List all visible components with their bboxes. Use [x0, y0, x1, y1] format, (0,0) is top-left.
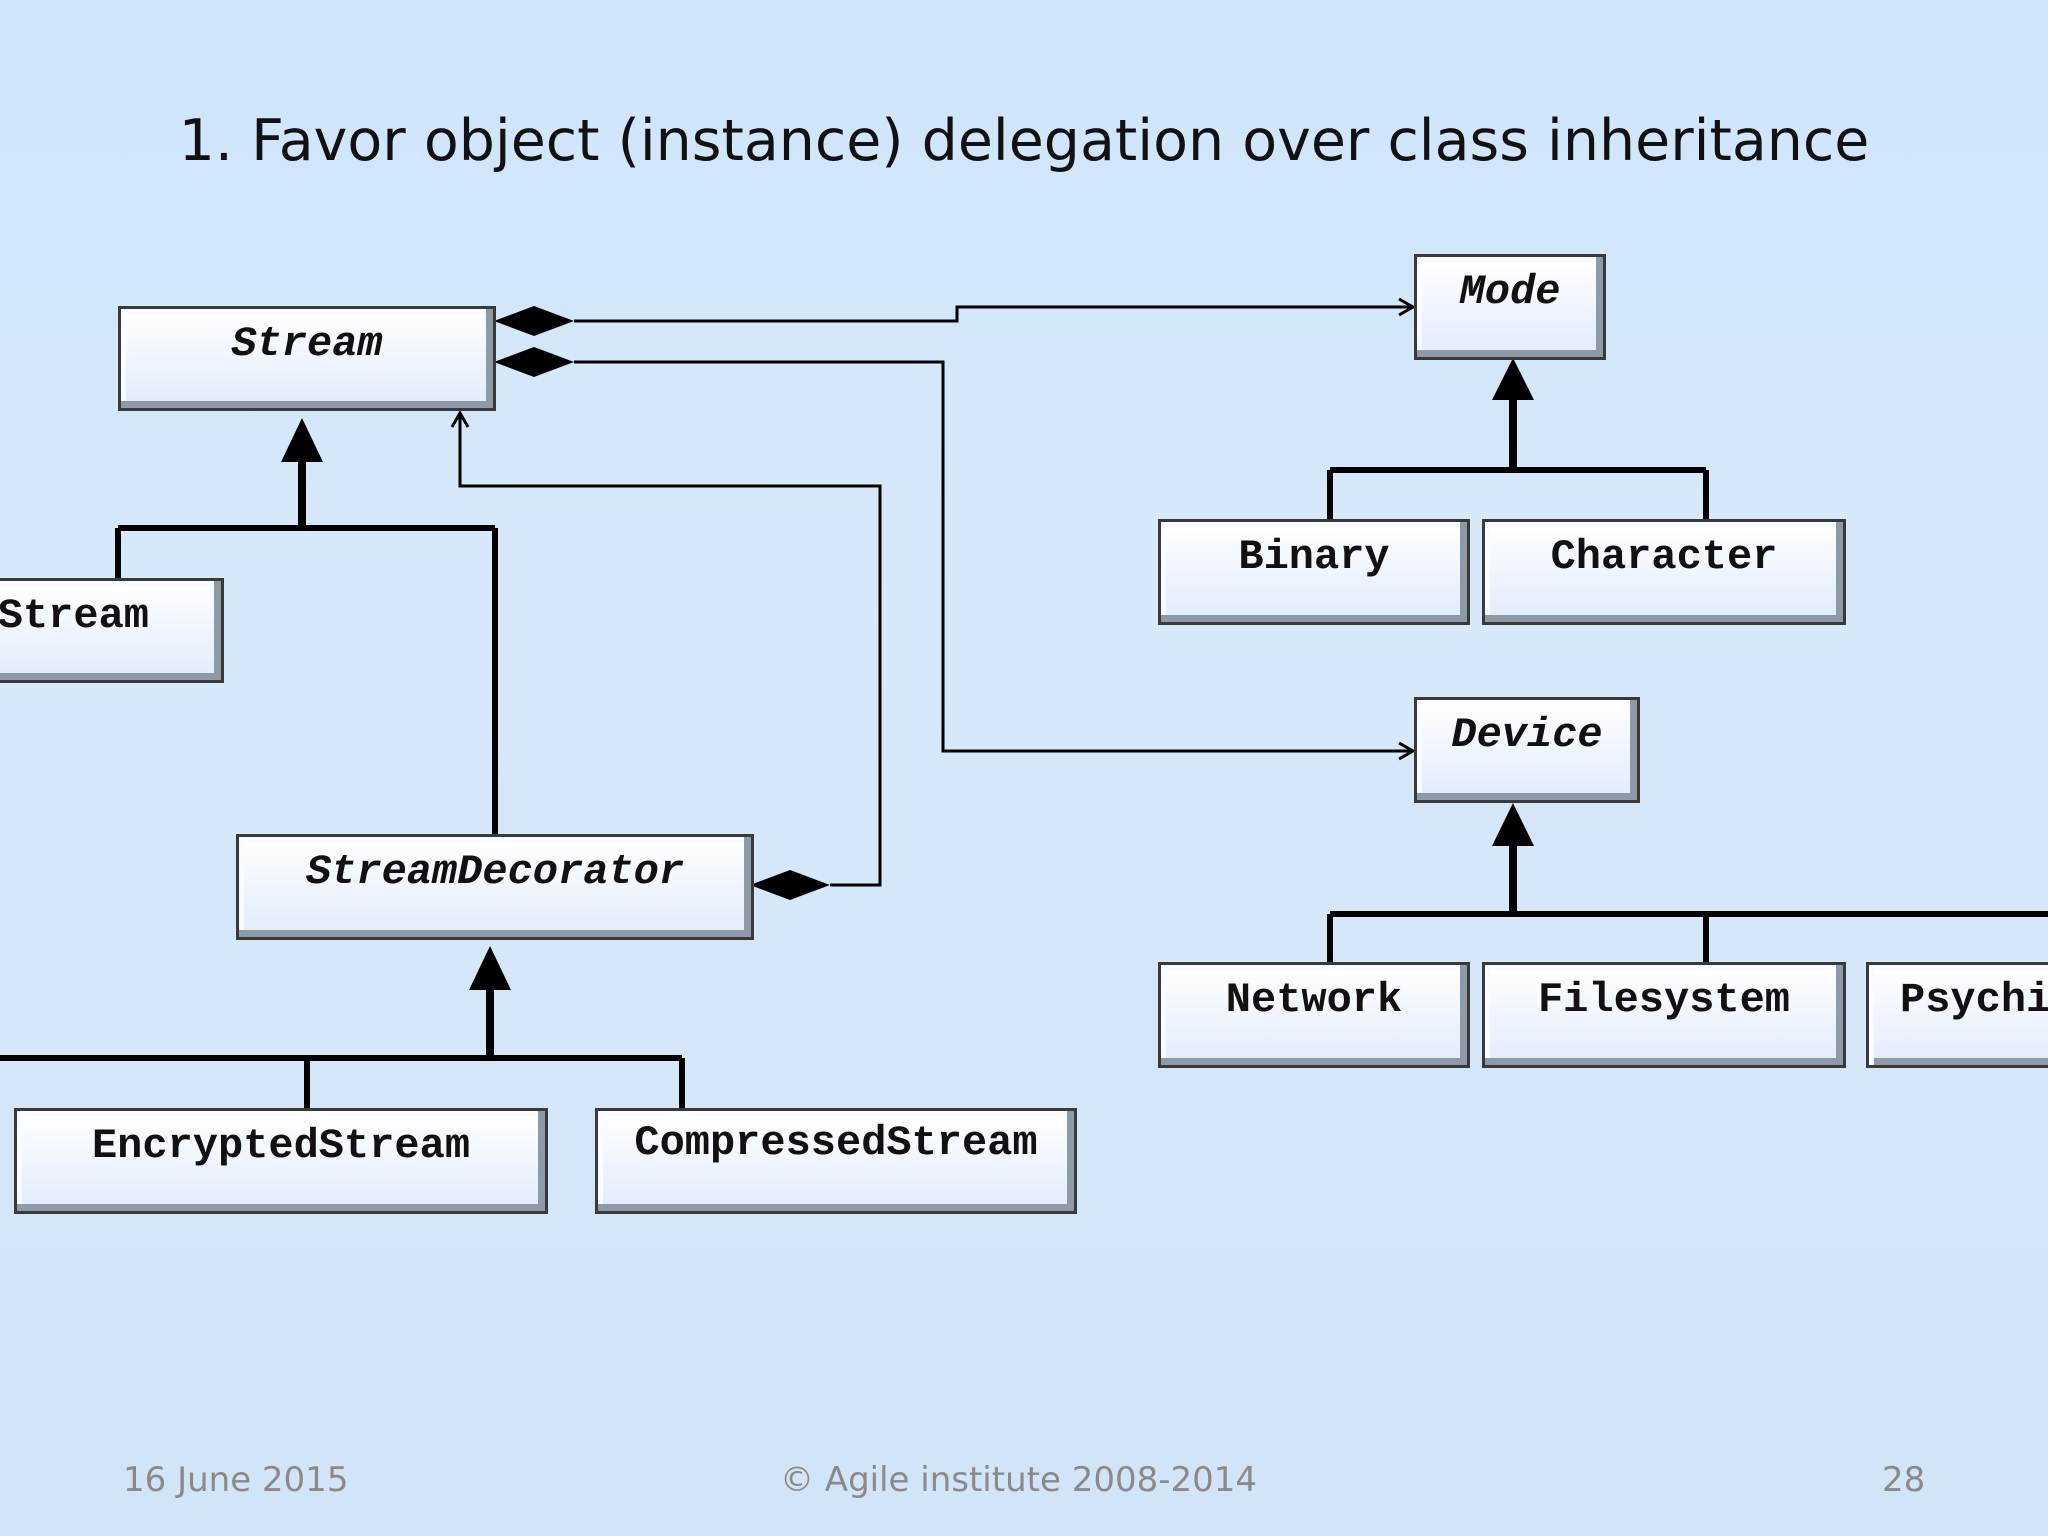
inheritance-arrowhead-mode: [1492, 358, 1534, 400]
encrypted-stream-class-box: EncryptedStream: [14, 1108, 548, 1214]
mode-class-box: Mode: [1414, 254, 1606, 360]
composition-diamond-mode: [494, 306, 574, 336]
composition-diamond-decorator: [750, 870, 830, 900]
stream-decorator-class-box: StreamDecorator: [236, 834, 754, 940]
composition-diamond-device: [494, 347, 574, 377]
inheritance-device: [1327, 803, 2048, 963]
composition-stream-device: [494, 347, 1417, 761]
stream-class-box: Stream: [118, 306, 496, 411]
character-class-box: Character: [1482, 519, 1846, 625]
network-class-box: Network: [1158, 962, 1470, 1068]
device-class-box: Device: [1414, 697, 1640, 803]
inheritance-arrowhead-stream: [281, 418, 323, 462]
compressed-stream-class-box: CompressedStream: [595, 1108, 1077, 1214]
filesystem-class-box: Filesystem: [1482, 962, 1846, 1068]
slide-title: 1. Favor object (instance) delegation ov…: [178, 108, 1870, 174]
inheritance-mode: [1327, 358, 1709, 520]
binary-class-box: Binary: [1158, 519, 1470, 625]
inheritance-arrowhead-decorator: [469, 946, 511, 990]
footer-date: 16 June 2015: [123, 1460, 349, 1500]
inheritance-arrowhead-device: [1492, 803, 1534, 846]
composition-decorator-stream: [450, 409, 882, 900]
left-stream-class-box: Stream: [0, 578, 224, 683]
footer-page-number: 28: [1882, 1460, 1926, 1500]
inheritance-stream-decorator: [0, 946, 685, 1110]
psychic-class-box: Psychic: [1866, 962, 2048, 1068]
footer-copyright: © Agile institute 2008-2014: [780, 1460, 1258, 1500]
composition-stream-mode: [494, 297, 1417, 336]
inheritance-stream: [115, 418, 498, 836]
